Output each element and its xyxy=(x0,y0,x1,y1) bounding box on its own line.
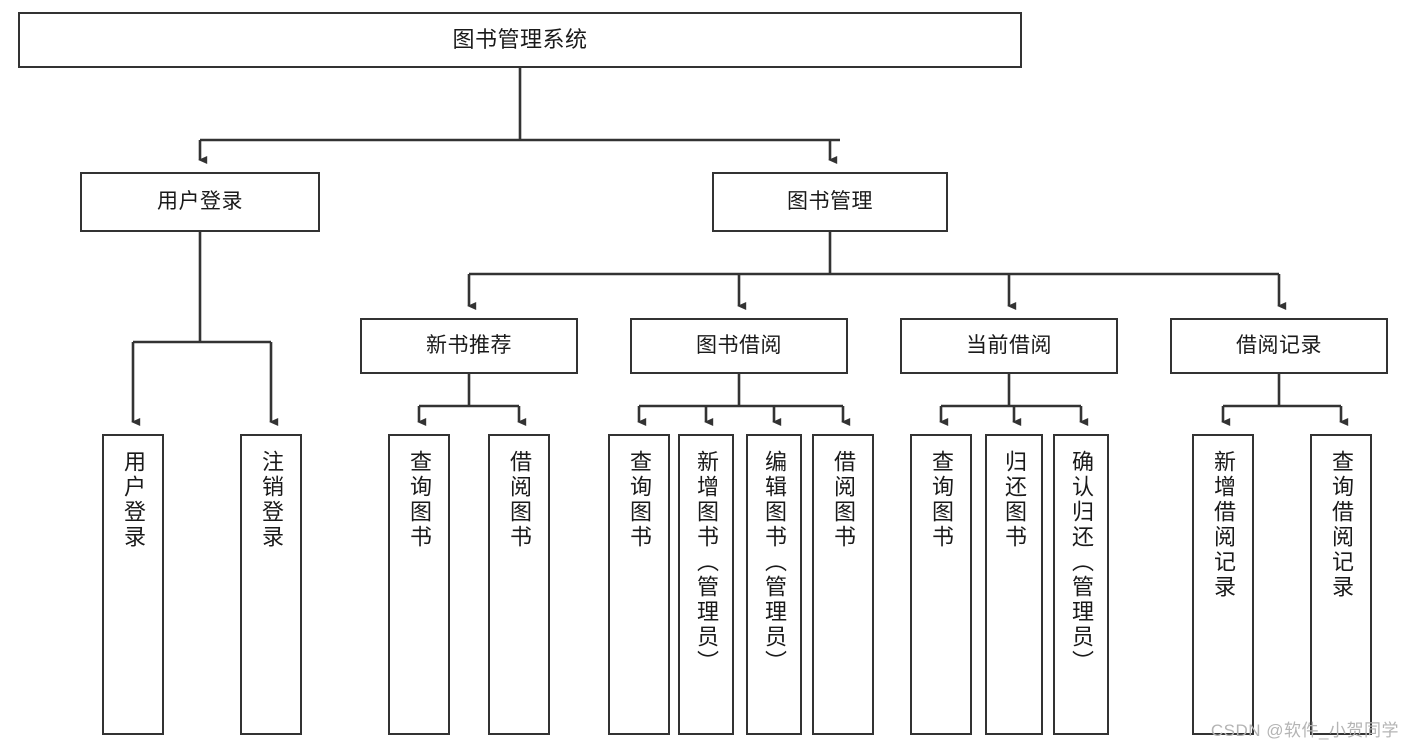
node-label: 新增图书（管理员） xyxy=(694,450,719,675)
node-leaf-add-record[interactable]: 新增借阅记录 xyxy=(1192,434,1254,735)
node-leaf-query-book-3[interactable]: 查询图书 xyxy=(910,434,972,735)
node-root-system[interactable]: 图书管理系统 xyxy=(18,12,1022,68)
node-label: 查询图书 xyxy=(627,450,652,550)
node-label: 查询图书 xyxy=(929,450,954,550)
node-leaf-confirm-return[interactable]: 确认归还（管理员） xyxy=(1053,434,1109,735)
node-label: 确认归还（管理员） xyxy=(1069,450,1094,675)
node-label: 当前借阅 xyxy=(966,333,1052,357)
node-label: 图书管理系统 xyxy=(452,27,588,53)
node-label: 新增借阅记录 xyxy=(1211,450,1236,600)
node-label: 用户登录 xyxy=(121,450,146,550)
node-label: 借阅记录 xyxy=(1236,333,1322,357)
node-book-manage[interactable]: 图书管理 xyxy=(712,172,948,232)
node-current-borrow[interactable]: 当前借阅 xyxy=(900,318,1118,374)
node-leaf-borrow-book-1[interactable]: 借阅图书 xyxy=(488,434,550,735)
node-label: 新书推荐 xyxy=(426,333,512,357)
node-label: 查询借阅记录 xyxy=(1329,450,1354,600)
node-borrow-record[interactable]: 借阅记录 xyxy=(1170,318,1388,374)
node-leaf-borrow-book-2[interactable]: 借阅图书 xyxy=(812,434,874,735)
node-label: 用户登录 xyxy=(157,189,243,213)
node-leaf-return-book[interactable]: 归还图书 xyxy=(985,434,1043,735)
node-label: 查询图书 xyxy=(407,450,432,550)
node-label: 注销登录 xyxy=(259,450,284,550)
node-leaf-edit-book[interactable]: 编辑图书（管理员） xyxy=(746,434,802,735)
node-label: 图书管理 xyxy=(787,189,873,213)
node-book-borrow[interactable]: 图书借阅 xyxy=(630,318,848,374)
node-leaf-query-record[interactable]: 查询借阅记录 xyxy=(1310,434,1372,735)
node-leaf-user-login[interactable]: 用户登录 xyxy=(102,434,164,735)
node-label: 归还图书 xyxy=(1002,450,1027,550)
node-leaf-add-book[interactable]: 新增图书（管理员） xyxy=(678,434,734,735)
watermark-text: CSDN @软件_小贺同学 xyxy=(1210,721,1399,740)
node-leaf-query-book-2[interactable]: 查询图书 xyxy=(608,434,670,735)
node-label: 借阅图书 xyxy=(507,450,532,550)
node-label: 编辑图书（管理员） xyxy=(762,450,787,675)
node-label: 图书借阅 xyxy=(696,333,782,357)
node-leaf-query-book-1[interactable]: 查询图书 xyxy=(388,434,450,735)
node-label: 借阅图书 xyxy=(831,450,856,550)
node-new-book-recommend[interactable]: 新书推荐 xyxy=(360,318,578,374)
node-user-login[interactable]: 用户登录 xyxy=(80,172,320,232)
node-leaf-user-logout[interactable]: 注销登录 xyxy=(240,434,302,735)
